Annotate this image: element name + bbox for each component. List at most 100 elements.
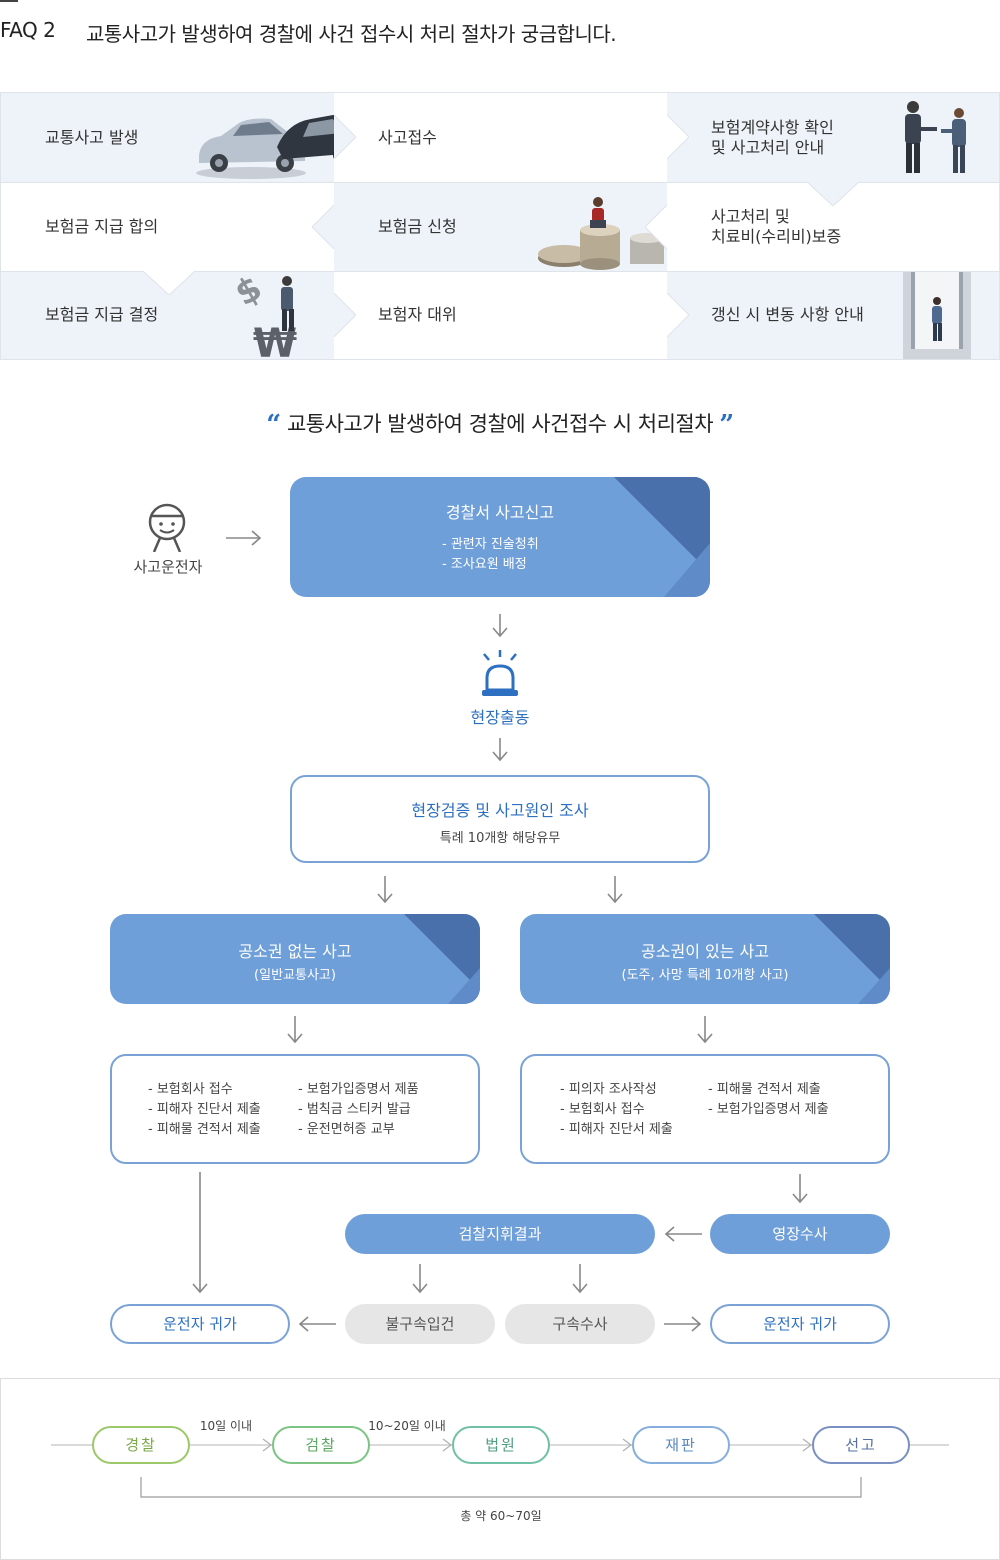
chevron-left-icon [645,205,667,249]
process-label: 보험금 지급 합의 [45,216,159,236]
quote-close-mark: ” [719,410,734,440]
driver-return-right-pill: 운전자 귀가 [710,1304,890,1344]
corner-decoration [814,914,890,1004]
dispatch-label: 현장출동 [470,708,530,727]
no-prosecution-box: 공소권 없는 사고 (일반교통사고) [110,914,480,1004]
arrow-down-icon [412,1264,428,1294]
timeline-panel: 경찰 검찰 법원 재판 선고 10일 이내 10~20일 이내 총 약 60~7… [0,1378,1000,1560]
chevron-right-icon [667,293,689,337]
detail-item: - 보험가입증명서 제출 [708,1102,829,1117]
chevron-right-icon [334,115,356,159]
timeline-stage-trial: 재판 [632,1426,730,1464]
police-report-box: 경찰서 사고신고 - 관련자 진술청취 - 조사요원 배정 [290,477,710,597]
process-cell-payment-agreement: 보험금 지급 합의 [1,182,334,271]
flow-title: “ 교통사고가 발생하여 경찰에 사건접수 시 처리절차 ” [0,408,1000,440]
process-cell-payment-decision: 보험금 지급 결정 $ ₩ [1,271,334,359]
arrow-down-icon [192,1172,208,1294]
chevron-down-icon [143,271,195,295]
timeline-stage-police: 경찰 [92,1426,190,1464]
detail-item: - 피해물 견적서 제출 [148,1122,261,1137]
arrow-down-icon [697,1016,713,1044]
process-label: 사고접수 [378,127,437,147]
timeline-gap-2: 10~20일 이내 [368,1419,446,1433]
arrow-down-icon [492,614,508,638]
arrow-down-icon [572,1264,588,1294]
process-cell-receipt: 사고접수 [334,93,667,182]
process-cell-claim: 보험금 신청 [334,182,667,271]
timeline-stage-prosecution: 검찰 [272,1426,370,1464]
process-label: 보험금 지급 결정 [45,305,159,324]
no-detention-pill: 불구속입건 [345,1304,495,1344]
businessmen-image [905,101,966,173]
process-label: 보험자 대위 [378,305,457,324]
arrow-down-icon [287,1016,303,1044]
detail-item: - 보험가입증명서 제품 [298,1082,419,1097]
process-label: 교통사고 발생 [45,127,139,147]
with-prosecution-details: - 피의자 조사작성 - 보험회사 접수 - 피해자 진단서 제출 - 피해물 … [520,1054,890,1164]
flow-title-text: 교통사고가 발생하여 경찰에 사건접수 시 처리절차 [286,412,714,436]
doorway-image [903,271,971,359]
grid-divider [1,271,999,272]
detail-item: - 피해자 진단서 제출 [560,1122,673,1137]
process-label: 갱신 시 변동 사항 안내 [711,305,864,324]
timeline-total: 총 약 60~70일 [460,1509,542,1523]
process-label: 보험계약사항 확인 및 사고처리 안내 [711,117,834,157]
chevron-down-icon [807,182,859,206]
timeline-lines [51,1438,949,1498]
process-grid: 교통사고 발생 사고접수 보험계약사항 확인 및 사고처리 안내 보험 [0,92,1000,360]
arrow-left-icon [664,1226,702,1242]
siren-icon [482,650,518,696]
grid-divider [1,182,999,183]
with-prosecution-box: 공소권이 있는 사고 (도주, 사망 특례 10개항 사고) [520,914,890,1004]
detail-item: - 운전면허증 교부 [298,1122,395,1137]
arrow-right-icon [664,1316,702,1332]
process-cell-accident: 교통사고 발생 [1,93,334,182]
no-prosecution-details: - 보험회사 접수 - 피해자 진단서 제출 - 피해물 견적서 제출 - 보험… [110,1054,480,1164]
police-report-item: - 조사요원 배정 [442,557,527,572]
timeline-stage-court: 법원 [452,1426,550,1464]
no-prosecution-title: 공소권 없는 사고 [238,942,352,961]
corner-decoration [404,914,480,1004]
quote-open-mark: “ [266,410,281,440]
detention-pill: 구속수사 [505,1304,655,1344]
process-cell-renewal: 갱신 시 변동 사항 안내 [667,271,999,359]
detail-item: - 보험회사 접수 [148,1082,233,1097]
process-cell-contract-check: 보험계약사항 확인 및 사고처리 안내 [667,93,999,182]
detail-item: - 범칙금 스티커 발급 [298,1102,411,1117]
investigation-box: 현장검증 및 사고원인 조사 특례 10개항 해당유무 [290,775,710,863]
detail-item: - 보험회사 접수 [560,1102,645,1117]
process-cell-subrogation: 보험자 대위 [334,271,667,359]
detail-item: - 피해물 견적서 제출 [708,1082,821,1097]
chevron-right-icon [667,115,689,159]
driver-label: 사고운전자 [133,558,203,576]
timeline-stage-sentence: 선고 [812,1426,910,1464]
driver-icon [148,503,186,552]
driver-return-left-pill: 운전자 귀가 [110,1304,290,1344]
cars-image [196,115,334,179]
svg-text:$: $ [228,271,269,314]
arrow-right-icon [226,530,262,546]
chevron-right-icon [334,293,356,337]
police-report-item: - 관련자 진술청취 [442,537,539,552]
prosecutor-result-pill: 검찰지휘결과 [345,1214,655,1254]
top-rule [0,0,18,2]
detail-item: - 피해자 진단서 제출 [148,1102,261,1117]
coins-image [538,197,664,270]
no-prosecution-subtitle: (일반교통사고) [254,968,336,983]
corner-decoration [614,477,710,597]
arrow-down-icon [492,738,508,762]
process-label: 보험금 신청 [378,216,457,236]
investigation-title: 현장검증 및 사고원인 조사 [411,801,589,820]
faq-question: 교통사고가 발생하여 경찰에 사건 접수시 처리 절차가 궁금합니다. [86,22,617,46]
arrow-down-icon [792,1174,808,1204]
arrow-left-icon [298,1316,336,1332]
arrow-down-icon [377,876,393,904]
police-report-title: 경찰서 사고신고 [445,503,555,522]
detail-item: - 피의자 조사작성 [560,1082,657,1097]
faq-label: FAQ 2 [0,18,56,42]
currency-image: $ ₩ [228,271,297,359]
investigation-subtitle: 특례 10개항 해당유무 [439,831,561,846]
process-label: 사고처리 및 치료비(수리비)보증 [711,206,842,246]
arrow-down-icon [607,876,623,904]
timeline-gap-1: 10일 이내 [199,1419,253,1433]
